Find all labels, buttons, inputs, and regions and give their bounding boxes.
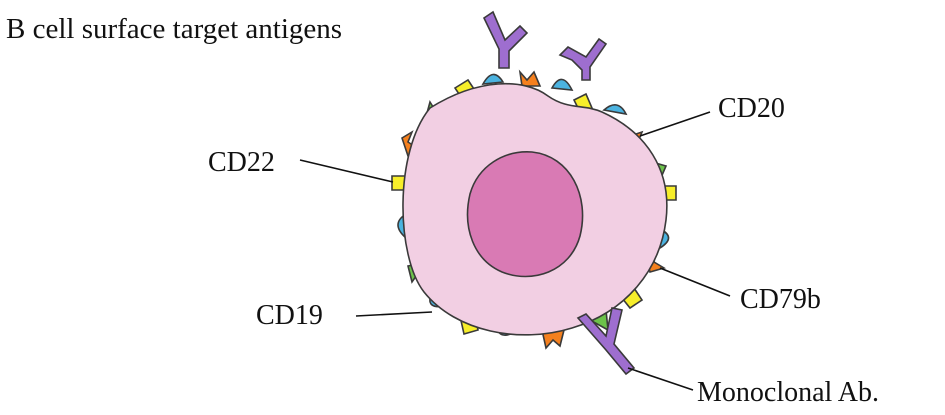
cd20-label: CD20 [718,93,785,124]
monoclonal-ab-leader-line [627,367,694,391]
cd19-leader-line [355,311,433,317]
cd19-label: CD19 [256,300,323,331]
cd20-leader-line [639,111,711,137]
cell-nucleus [466,151,584,278]
cd79b-label: CD79b [740,284,821,315]
monoclonal-ab-label: Monoclonal Ab. [697,377,879,408]
cd22-label: CD22 [208,147,275,178]
bound-monoclonal-antibody [576,307,636,376]
diagram-title: B cell surface target antigens [6,13,342,45]
cd79b-leader-line [659,267,731,297]
free-antibody-right [558,37,608,81]
cd22-leader-line [299,159,394,183]
free-antibody-left [482,10,529,69]
